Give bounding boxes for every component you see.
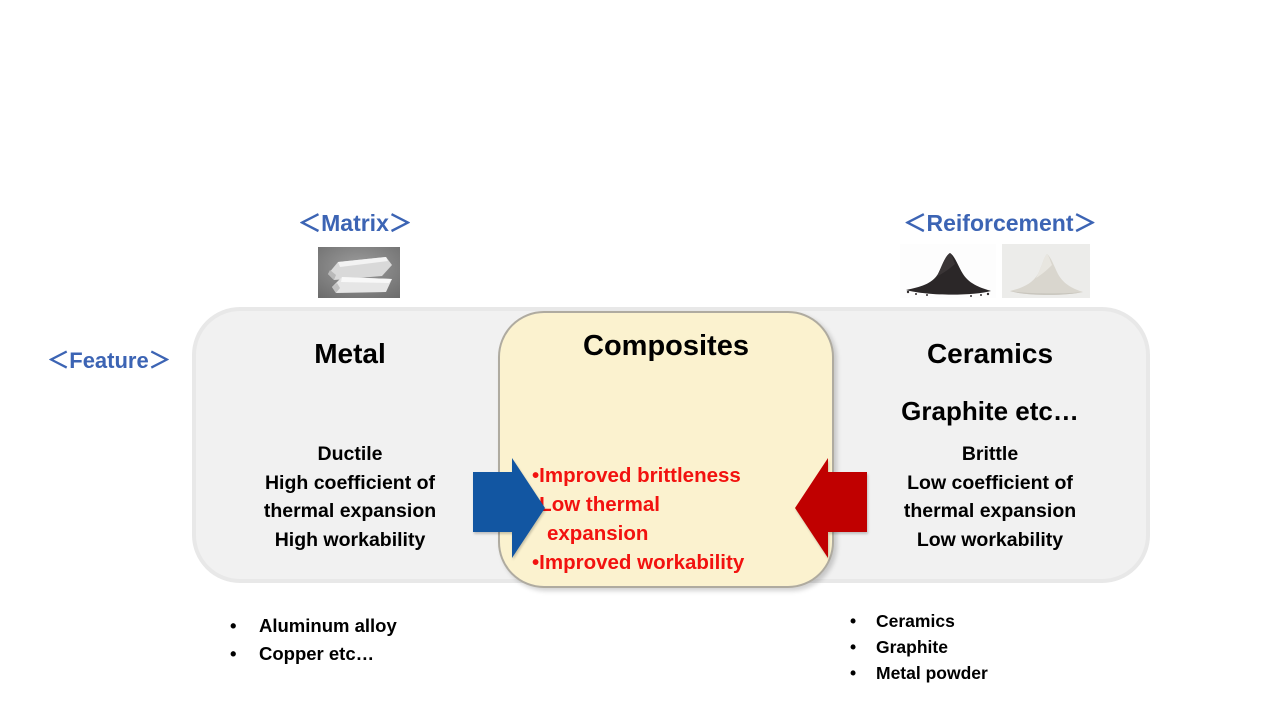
metal-feature-line: Ductile	[317, 443, 383, 465]
graphite-powder-photo	[900, 244, 996, 298]
composites-benefit-line: •Improved brittleness	[532, 464, 741, 487]
bullet-icon: •	[230, 643, 237, 664]
metal-example: Aluminum alloy	[259, 615, 397, 636]
ceramic-powder-photo	[1002, 244, 1090, 298]
list-item: • Ceramics	[850, 608, 988, 634]
bullet-icon: •	[230, 615, 237, 636]
composites-box	[498, 311, 834, 588]
bullet-icon: •	[850, 663, 857, 683]
list-item: • Aluminum alloy	[230, 612, 397, 640]
metal-feature-line: High workability	[274, 528, 426, 551]
metal-feature-line: High coefficient of	[264, 471, 436, 494]
right-arrow-icon	[473, 458, 545, 558]
ceramics-features: Brittle Low coefficient of thermal expan…	[868, 440, 1112, 554]
composites-benefit-line: expansion	[547, 522, 649, 545]
ceramics-feature-line: Low workability	[916, 528, 1064, 551]
ceramics-to-composites-arrow	[795, 458, 867, 558]
ceramics-example: Graphite	[876, 637, 948, 657]
composites-title: Composites	[583, 330, 749, 362]
composites-benefit-line: •Low thermal	[532, 493, 660, 516]
ceramics-subtitle: Graphite etc…	[901, 396, 1079, 426]
ceramics-title: Ceramics	[926, 338, 1054, 369]
ceramics-feature-line: thermal expansion	[903, 500, 1077, 522]
reinforcement-label: ＜Reiforcement＞	[903, 210, 1097, 236]
metal-examples-list: • Aluminum alloy • Copper etc…	[230, 612, 397, 668]
metal-to-composites-arrow	[473, 458, 545, 558]
ceramics-feature-line: Low coefficient of	[907, 471, 1073, 494]
composites-benefits: •Improved brittleness •Low thermal expan…	[532, 461, 812, 577]
ceramics-example: Ceramics	[876, 611, 955, 631]
graphite-powder-image	[900, 244, 996, 298]
metal-ingots-photo	[318, 247, 400, 298]
bullet-icon: •	[850, 637, 857, 657]
metal-ingots-image	[318, 247, 400, 298]
feature-label: ＜Feature＞	[47, 348, 171, 373]
metal-example: Copper etc…	[259, 643, 375, 664]
ceramics-example: Metal powder	[876, 663, 988, 683]
ceramics-feature-line: Brittle	[961, 443, 1019, 465]
metal-feature-line: thermal expansion	[263, 500, 437, 522]
matrix-label: ＜Matrix＞	[298, 210, 412, 236]
left-arrow-icon	[795, 458, 867, 558]
list-item: • Copper etc…	[230, 640, 397, 668]
list-item: • Metal powder	[850, 660, 988, 686]
list-item: • Graphite	[850, 634, 988, 660]
bullet-icon: •	[850, 611, 857, 631]
ceramic-powder-image	[1002, 244, 1090, 298]
ceramics-examples-list: • Ceramics • Graphite • Metal powder	[850, 608, 988, 686]
metal-features: Ductile High coefficient of thermal expa…	[228, 440, 472, 554]
metal-title: Metal	[314, 338, 386, 369]
composites-benefit-line: •Improved workability	[532, 551, 745, 574]
